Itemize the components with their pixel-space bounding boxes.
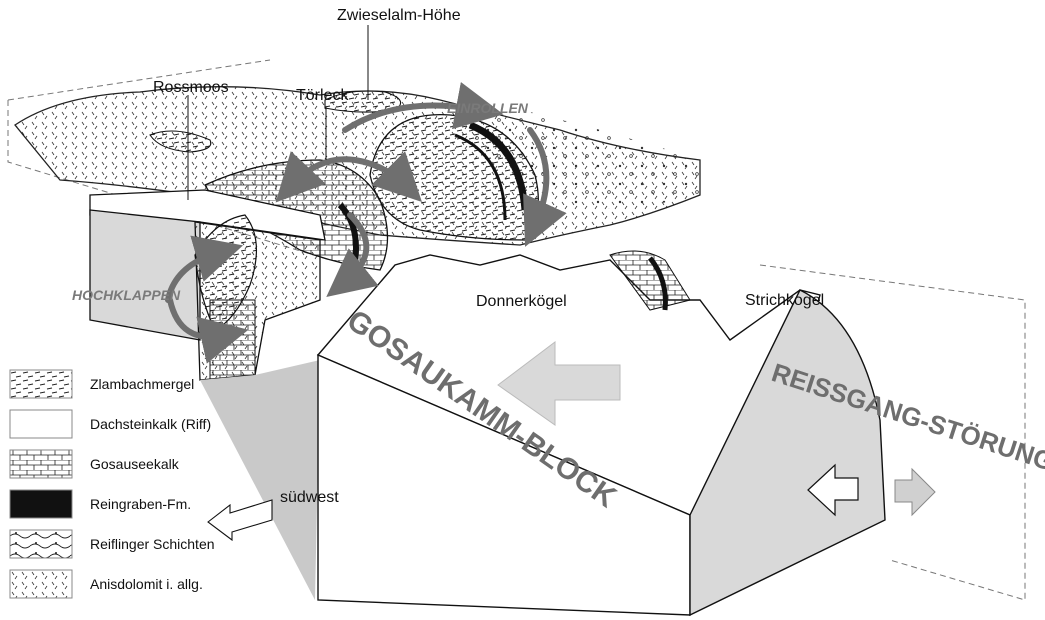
dachsteinkalk-swatch [10,410,72,438]
rossmoos-label: Rossmoos [153,79,229,96]
gosaukamm-shadow [200,360,320,600]
strichkogel-label: Strichkogel [745,292,824,309]
legend-item-anisdolomit: Anisdolomit i. allg. [10,570,203,598]
svg-text:Zlambachmergel: Zlambachmergel [90,376,194,392]
hochklappen-brick-base [210,300,255,380]
suedwest-label: südwest [280,489,339,506]
legend: Zlambachmergel Dachsteinkalk (Riff) Gosa… [10,370,215,598]
legend-item-dachsteinkalk: Dachsteinkalk (Riff) [10,410,211,438]
hochklappen-label: HOCHKLAPPEN [72,287,181,303]
zlambachmergel-swatch [10,370,72,398]
legend-item-reiflinger: Reiflinger Schichten [10,530,215,558]
legend-item-gosauseekalk: Gosauseekalk [10,450,180,478]
gosauseekalk-swatch [10,450,72,478]
anisdolomit-swatch [10,570,72,598]
legend-item-reingraben: Reingraben-Fm. [10,490,191,518]
svg-text:Reiflinger Schichten: Reiflinger Schichten [90,536,215,552]
donnerkogel-label: Donnerkögel [476,293,567,310]
reissgang-right-arrow [895,469,935,515]
svg-text:Gosauseekalk: Gosauseekalk [90,456,180,472]
reiflinger-swatch [10,530,72,558]
reingraben-swatch [10,490,72,518]
svg-text:Anisdolomit i. allg.: Anisdolomit i. allg. [90,576,203,592]
svg-text:Dachsteinkalk (Riff): Dachsteinkalk (Riff) [90,416,211,432]
zwieselalm-label: Zwieselalm-Höhe [337,7,461,24]
toerleck-label: Törleck [296,87,349,104]
einrollen-label: EINROLLEN [447,100,529,116]
svg-text:Reingraben-Fm.: Reingraben-Fm. [90,496,191,512]
suedwest-arrow [208,500,272,540]
legend-item-zlambachmergel: Zlambachmergel [10,370,194,398]
